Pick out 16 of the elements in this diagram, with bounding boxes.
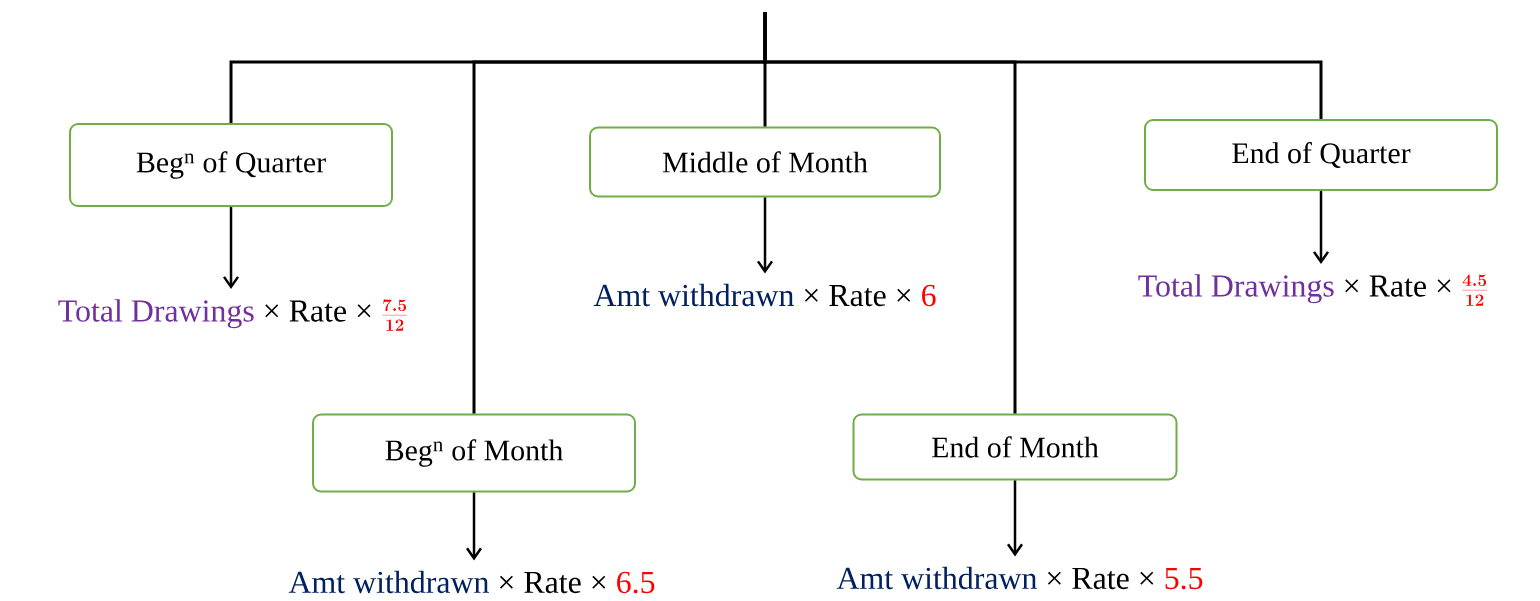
label-box: Beg$^{n}$ of Month (312, 413, 636, 493)
label-box: End of Month (852, 413, 1178, 481)
arrow (1007, 480, 1024, 557)
label-box: Middle of Month (589, 126, 941, 198)
arrow (223, 207, 240, 290)
formula-text: Total Drawings × Rate × $\frac{7.5}{12}$ (58, 299, 408, 331)
formula-text: Amt withdrawn × Rate × 6 (593, 283, 936, 307)
formula-text: Total Drawings × Rate × $\frac{4.5}{12}$ (1138, 274, 1488, 306)
label-box: Beg$^{n}$ of Quarter (69, 123, 393, 207)
arrow (757, 197, 774, 274)
arrow (1312, 191, 1330, 265)
connector-line (763, 12, 1323, 119)
formula-text: Amt withdrawn × Rate × 5.5 (836, 566, 1203, 590)
formula-text: Amt withdrawn × Rate × 6.5 (288, 570, 655, 594)
label-box: End of Quarter (1144, 119, 1498, 191)
arrow (466, 492, 483, 561)
